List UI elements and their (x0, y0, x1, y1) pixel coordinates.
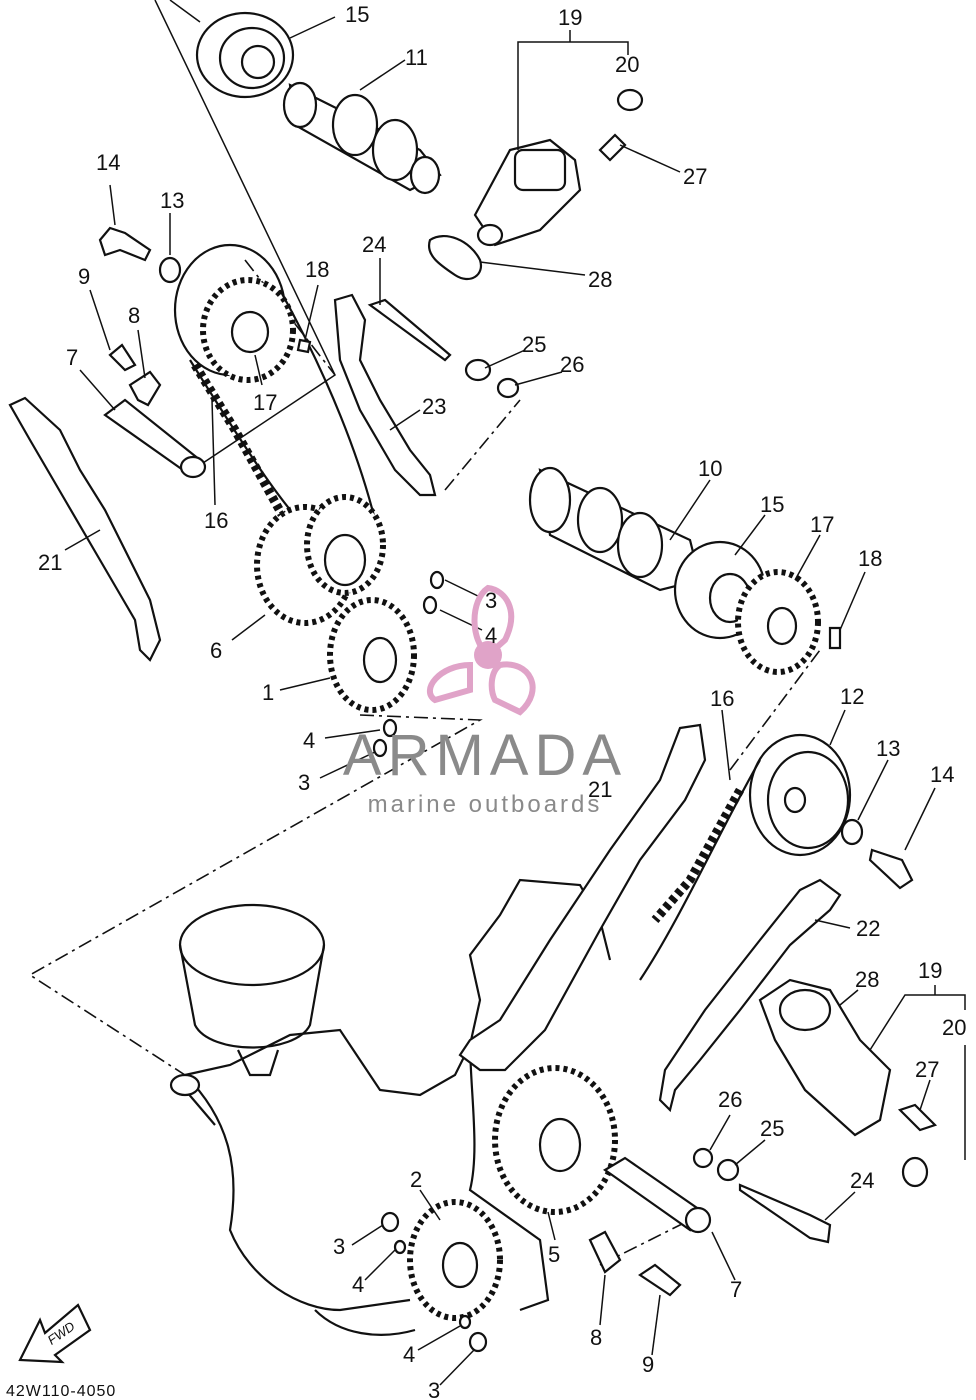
callout: 3 (298, 770, 310, 795)
callout: 8 (590, 1325, 602, 1350)
callout: 21 (588, 777, 612, 802)
callout: 4 (352, 1272, 364, 1297)
callout: 4 (485, 623, 497, 648)
callout: 3 (485, 588, 497, 613)
callout: 16 (710, 686, 734, 711)
callout: 18 (305, 257, 329, 282)
callout: 25 (760, 1116, 784, 1141)
tensioner-19-upper (473, 138, 582, 247)
gear-1 (327, 597, 417, 713)
callout: 4 (303, 728, 315, 753)
gear-5 (492, 1065, 618, 1215)
callout: 27 (683, 164, 707, 189)
diagram-code: 42W110-4050 (6, 1383, 116, 1400)
gear-6 (254, 494, 386, 626)
fwd-arrow-icon: FWD (18, 1303, 92, 1364)
callout: 19 (558, 5, 582, 30)
callout: 13 (876, 736, 900, 761)
camshaft-10 (528, 466, 702, 592)
callout: 1 (262, 680, 274, 705)
callout: 23 (422, 394, 446, 419)
callout: 20 (942, 1015, 966, 1040)
callout: 24 (850, 1168, 874, 1193)
callout: 4 (403, 1342, 415, 1367)
tensioner-19-lower (758, 978, 892, 1137)
callout: 25 (522, 332, 546, 357)
callout: 17 (253, 390, 277, 415)
callout: 14 (96, 150, 120, 175)
callout: 21 (38, 550, 62, 575)
callout: 9 (642, 1352, 654, 1377)
callout: 18 (858, 546, 882, 571)
callout: 24 (362, 232, 386, 257)
callout: 5 (548, 1242, 560, 1267)
gear-2 (407, 1199, 503, 1321)
sprocket-17-upper (200, 277, 296, 383)
callout: 15 (345, 2, 369, 27)
callout: 2 (410, 1167, 422, 1192)
callout: 3 (333, 1234, 345, 1259)
callout: 28 (855, 967, 879, 992)
callout: 13 (160, 188, 184, 213)
callout: 9 (78, 264, 90, 289)
propeller-logo-icon (426, 584, 536, 716)
callout: 3 (428, 1378, 440, 1400)
callout: 28 (588, 267, 612, 292)
armada-watermark: ARMADA marine outboards (343, 584, 627, 818)
callout: 26 (560, 352, 584, 377)
watermark-name: ARMADA (343, 723, 627, 788)
callout: 17 (810, 512, 834, 537)
callout: 16 (204, 508, 228, 533)
callout: 27 (915, 1057, 939, 1082)
callout: 20 (615, 52, 639, 77)
crankcase-outline (169, 878, 612, 1336)
callout: 11 (405, 45, 428, 70)
callout: 10 (698, 456, 722, 481)
callout: 7 (730, 1277, 742, 1302)
callout: 22 (856, 916, 880, 941)
callout: 15 (760, 492, 784, 517)
watermark-subtitle: marine outboards (368, 791, 603, 818)
camshaft-11 (282, 81, 442, 195)
callout: 14 (930, 762, 954, 787)
callout: 19 (918, 958, 942, 983)
callout: 7 (66, 345, 78, 370)
sprocket-17-lower (735, 569, 821, 675)
bearing-15-upper (195, 11, 295, 99)
middle-assembly (380, 466, 938, 1353)
upper-assembly (8, 11, 644, 758)
leader-lines (64, 16, 966, 1386)
callout: 8 (128, 303, 140, 328)
callout: 12 (840, 684, 864, 709)
sprocket-12 (748, 733, 852, 857)
callout: 6 (210, 638, 222, 663)
callout: 26 (718, 1087, 742, 1112)
callout-numbers: 15 11 19 20 27 28 14 13 24 18 9 8 25 26 … (38, 2, 966, 1400)
